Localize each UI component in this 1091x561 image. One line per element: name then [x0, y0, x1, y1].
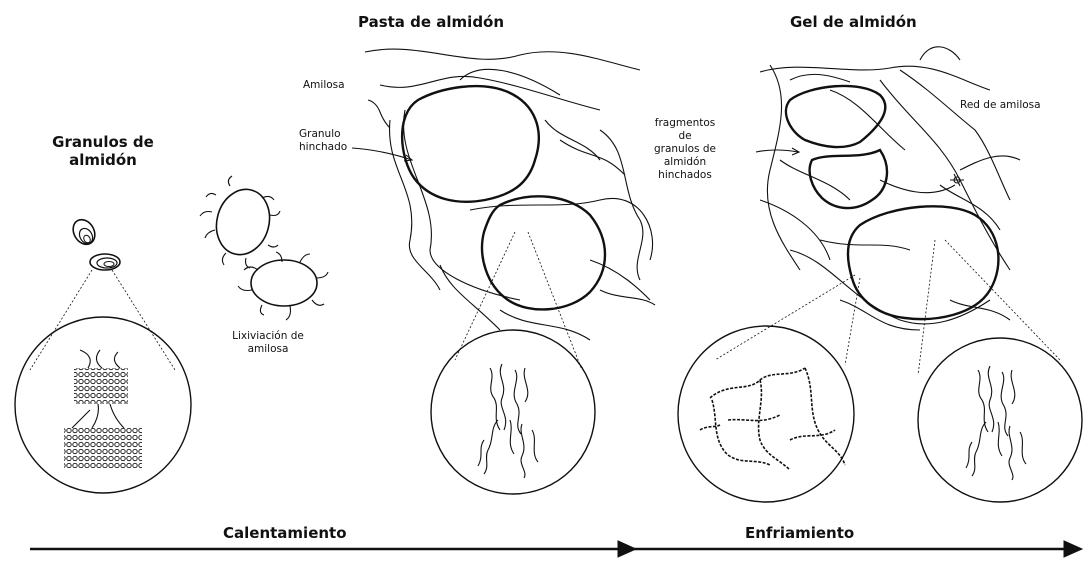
- label-amilosa: Amilosa: [303, 79, 345, 92]
- swollen-granule-1: [402, 86, 539, 202]
- gel-arrows: [756, 148, 964, 186]
- native-granules: [69, 216, 120, 270]
- zoom-circle-network: [678, 326, 854, 502]
- swollen-granule-2: [482, 196, 605, 309]
- gel-fragment-2: [810, 150, 887, 208]
- label-lixiviacion: Lixiviación de amilosa: [218, 330, 318, 356]
- title-granulos: Granulos de almidón: [38, 133, 168, 169]
- title-pasta: Pasta de almidón: [358, 13, 504, 31]
- zoom-lines-3: [715, 240, 1060, 375]
- gel-granule: [848, 206, 999, 319]
- gel-fragment-1: [786, 86, 885, 147]
- label-red-amilosa: Red de amilosa: [960, 99, 1041, 112]
- zoom-circle-gel: [918, 338, 1082, 502]
- label-granulo-hinchado: Granulo hinchado: [299, 128, 347, 154]
- zoom-lines-1: [30, 270, 175, 370]
- swollen-molecule-2: [966, 366, 1026, 480]
- zoom-lines-2: [455, 232, 582, 370]
- label-fragmentos: fragmentos de granulos de almidón hincha…: [640, 117, 730, 182]
- phase-calentamiento: Calentamiento: [223, 524, 347, 542]
- gel-network-fibers: [760, 47, 1020, 330]
- crystalline-structure: [64, 350, 142, 468]
- title-gel: Gel de almidón: [790, 13, 917, 31]
- leaching-granules: [200, 176, 328, 320]
- swollen-molecule-1: [478, 364, 538, 478]
- timeline-arrow: [30, 541, 1082, 557]
- zoom-circle-paste: [431, 330, 595, 494]
- phase-enfriamiento: Enfriamiento: [745, 524, 854, 542]
- amylose-network: [700, 368, 845, 470]
